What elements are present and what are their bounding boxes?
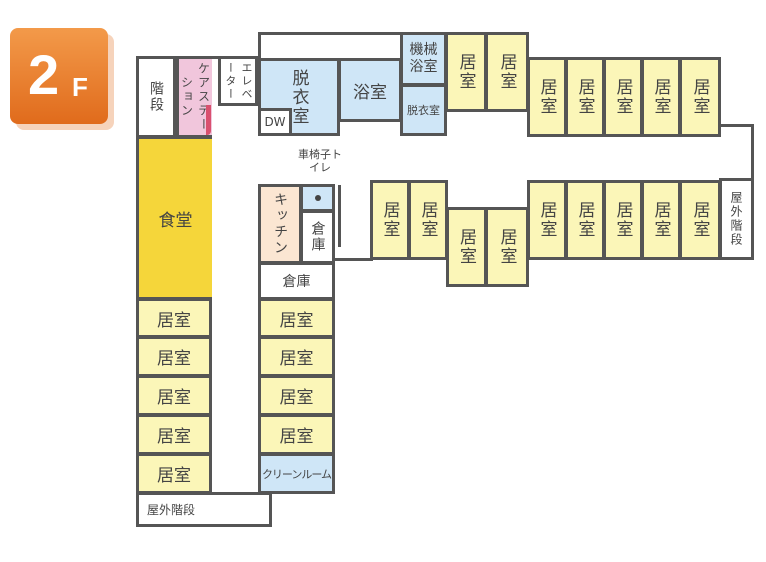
care-station-counter: [206, 105, 211, 135]
wall: [718, 124, 754, 127]
bathroom-label: 浴室: [353, 82, 387, 103]
changing-room-label: 脱衣室: [288, 68, 309, 126]
floor-number: 2: [28, 43, 60, 106]
living-room: 居室: [603, 180, 643, 260]
living-room: 居室: [679, 57, 721, 137]
living-room: 居室: [408, 180, 448, 260]
living-room: 居室: [136, 298, 212, 338]
changing-room-small: 脱衣室: [400, 84, 447, 136]
machine-bath-label: 機械浴室: [409, 42, 438, 75]
dining-room: 食堂: [136, 136, 212, 300]
storage-room: 倉庫: [300, 210, 335, 264]
living-room-label: 居室: [574, 201, 595, 239]
living-room: 居室: [565, 57, 605, 137]
changing-room: 脱衣室: [258, 58, 340, 136]
dw-room: DW: [258, 108, 292, 136]
living-room: 居室: [679, 180, 721, 260]
living-room-label: 居室: [157, 466, 191, 486]
living-room: 居室: [258, 298, 335, 338]
stairs-label: 階段: [148, 81, 164, 113]
outdoor-stairs-label: 屋外階段: [147, 503, 196, 517]
living-room: 居室: [258, 375, 335, 416]
kitchen: キッチン: [258, 184, 302, 264]
living-room: 居室: [565, 180, 605, 260]
kitchen-label: キッチン: [272, 192, 288, 256]
living-room: 居室: [258, 414, 335, 455]
living-room-label: 居室: [279, 427, 314, 447]
storage-label: 倉庫: [309, 221, 326, 253]
wall: [258, 32, 528, 35]
floor-unit: F: [72, 72, 88, 102]
living-room: 居室: [641, 180, 681, 260]
living-room: 居室: [136, 453, 212, 494]
living-room: 居室: [527, 180, 567, 260]
wall: [258, 32, 261, 60]
living-room-label: 居室: [496, 228, 517, 266]
living-room-label: 居室: [689, 201, 710, 239]
outdoor-stairs-bottom: 屋外階段: [136, 492, 272, 527]
living-room: 居室: [370, 180, 410, 260]
living-room-label: 居室: [612, 201, 633, 239]
wall: [751, 124, 754, 180]
toilet-icon: [314, 195, 321, 201]
living-room: 居室: [445, 32, 487, 112]
machine-bath: 機械浴室: [400, 32, 447, 86]
dining-label: 食堂: [158, 210, 193, 231]
elevator-label: エレベーター: [224, 61, 253, 101]
living-room-label: 居室: [612, 78, 633, 116]
outdoor-stairs-right: 屋外階段: [719, 178, 754, 260]
living-room-label: 居室: [496, 53, 517, 91]
living-room-label: 居室: [279, 349, 314, 369]
living-room-label: 居室: [574, 78, 595, 116]
living-room-label: 居室: [456, 228, 476, 266]
living-room: 居室: [485, 207, 529, 287]
living-room-label: 居室: [650, 201, 671, 239]
changing-room-small-label: 脱衣室: [407, 104, 440, 117]
dw-label: DW: [264, 115, 286, 129]
living-room: 居室: [136, 414, 212, 455]
living-room-label: 居室: [417, 201, 438, 239]
living-room: 居室: [485, 32, 529, 112]
living-room-label: 居室: [379, 201, 400, 239]
living-room-label: 居室: [157, 310, 191, 331]
living-room-label: 居室: [689, 78, 710, 116]
living-room-label: 居室: [650, 78, 671, 116]
living-room-label: 居室: [157, 427, 191, 447]
clean-room-label: クリーンルーム: [261, 467, 332, 481]
living-room-label: 居室: [279, 388, 314, 408]
living-room-label: 居室: [157, 349, 191, 369]
living-room: 居室: [446, 207, 487, 287]
storage-room: 倉庫: [258, 262, 335, 300]
clean-room: クリーンルーム: [258, 453, 335, 494]
floor-badge: 2 F: [10, 28, 108, 124]
wall: [333, 258, 373, 261]
living-room-label: 居室: [536, 201, 557, 239]
stairs: 階段: [136, 56, 176, 138]
living-room-label: 居室: [157, 388, 191, 408]
outdoor-stairs-label: 屋外階段: [729, 191, 743, 247]
wheelchair-toilet: [300, 184, 335, 212]
living-room-label: 居室: [455, 53, 476, 91]
bathroom: 浴室: [338, 58, 402, 122]
living-room: 居室: [136, 336, 212, 377]
living-room: 居室: [527, 57, 567, 137]
wall: [338, 185, 341, 247]
elevator: エレベーター: [218, 56, 258, 106]
wheelchair-toilet-label: 車椅子トイレ: [298, 148, 342, 174]
living-room: 居室: [136, 375, 212, 416]
storage-label: 倉庫: [282, 274, 311, 290]
living-room-label: 居室: [536, 78, 557, 116]
living-room: 居室: [603, 57, 643, 137]
living-room: 居室: [641, 57, 681, 137]
living-room: 居室: [258, 336, 335, 377]
living-room-label: 居室: [279, 310, 314, 331]
